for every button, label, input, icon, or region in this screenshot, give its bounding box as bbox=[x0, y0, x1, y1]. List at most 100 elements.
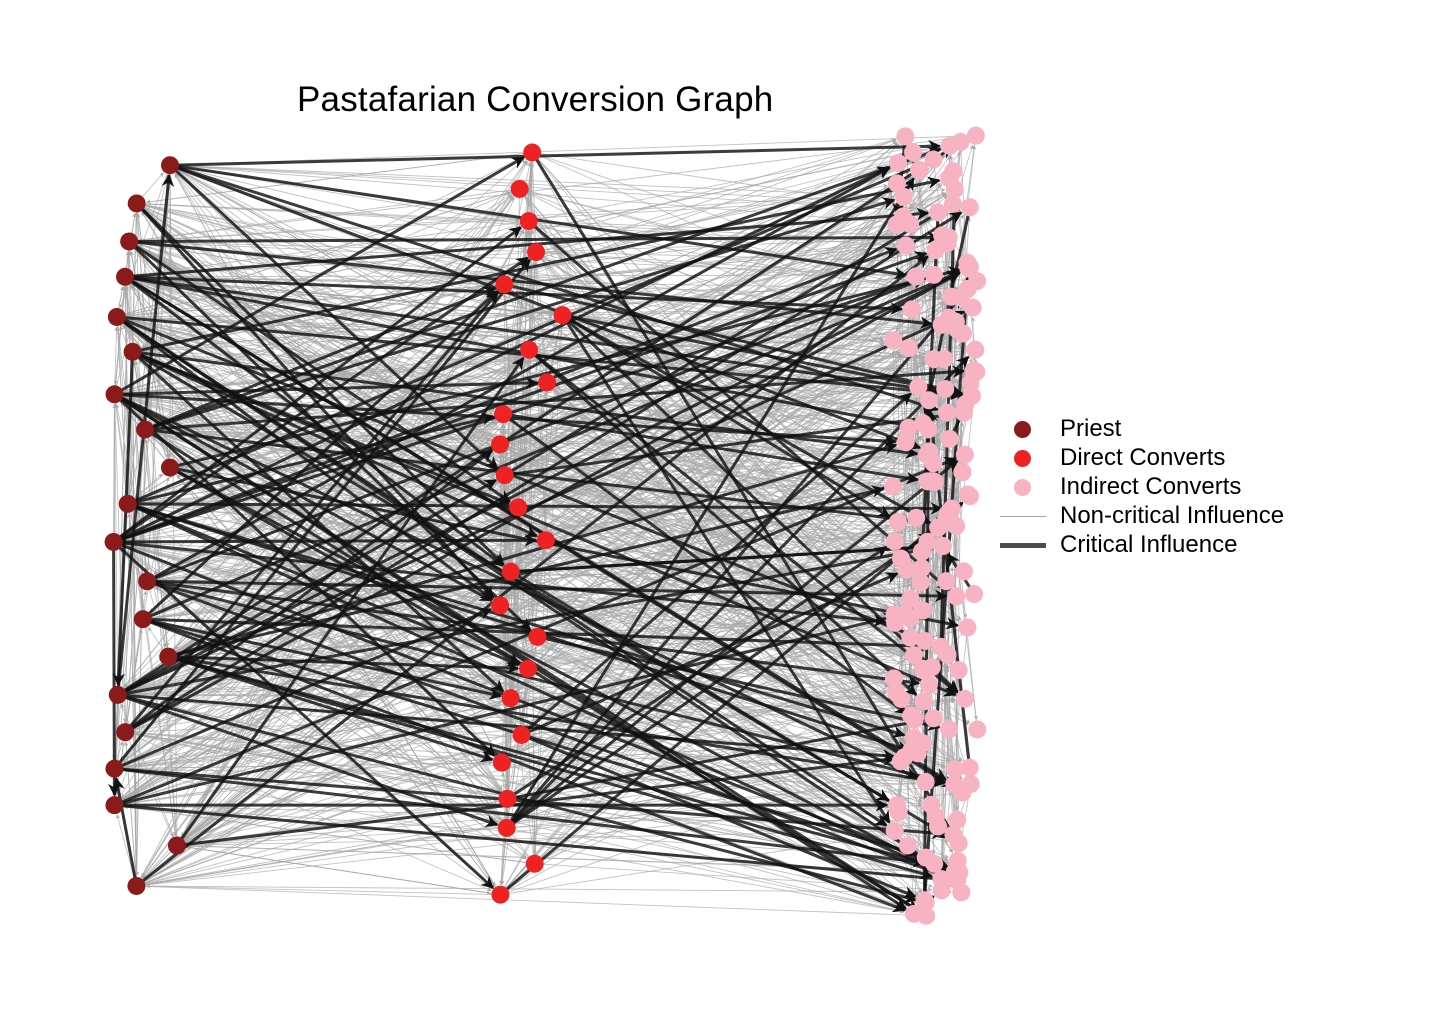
indirect-node bbox=[929, 203, 947, 221]
indirect-node bbox=[956, 446, 974, 464]
direct-convert-marker-icon bbox=[1014, 450, 1031, 467]
legend-label-direct-converts: Direct Converts bbox=[1060, 443, 1225, 473]
direct-node bbox=[493, 754, 511, 772]
indirect-node bbox=[917, 773, 935, 791]
direct-node bbox=[496, 466, 514, 484]
indirect-node bbox=[965, 585, 983, 603]
priest-node bbox=[106, 385, 124, 403]
indirect-node bbox=[939, 646, 957, 664]
indirect-convert-marker-icon bbox=[1014, 479, 1031, 496]
direct-node bbox=[494, 405, 512, 423]
priest-node bbox=[116, 268, 134, 286]
direct-node bbox=[511, 180, 529, 198]
indirect-node bbox=[901, 609, 919, 627]
indirect-node bbox=[907, 509, 925, 527]
indirect-node bbox=[938, 404, 956, 422]
direct-node bbox=[520, 341, 538, 359]
indirect-node bbox=[954, 463, 972, 481]
direct-node bbox=[538, 373, 556, 391]
indirect-node bbox=[884, 478, 902, 496]
indirect-node bbox=[898, 561, 916, 579]
indirect-node bbox=[941, 137, 959, 155]
priest-node bbox=[159, 648, 177, 666]
direct-node bbox=[512, 726, 530, 744]
indirect-node bbox=[952, 883, 970, 901]
direct-node bbox=[527, 243, 545, 261]
indirect-node bbox=[915, 692, 933, 710]
indirect-node bbox=[929, 817, 947, 835]
indirect-node bbox=[958, 618, 976, 636]
indirect-node bbox=[941, 430, 959, 448]
indirect-node bbox=[892, 752, 910, 770]
indirect-node bbox=[913, 543, 931, 561]
indirect-node bbox=[906, 711, 924, 729]
noncritical-influence-edge bbox=[136, 794, 952, 886]
legend-item-priest: Priest bbox=[1000, 414, 1330, 442]
indirect-node bbox=[936, 380, 954, 398]
indirect-node bbox=[924, 151, 942, 169]
indirect-node bbox=[950, 834, 968, 852]
direct-node bbox=[502, 689, 520, 707]
priest-node bbox=[124, 343, 142, 361]
indirect-node bbox=[925, 855, 943, 873]
direct-node bbox=[498, 819, 516, 837]
priest-node bbox=[105, 760, 123, 778]
direct-node bbox=[491, 596, 509, 614]
legend-item-direct-converts: Direct Converts bbox=[1000, 443, 1330, 471]
indirect-node bbox=[903, 300, 921, 318]
indirect-node bbox=[901, 629, 919, 647]
legend-label-critical-influence: Critical Influence bbox=[1060, 530, 1237, 560]
direct-node bbox=[523, 143, 541, 161]
priest-node bbox=[138, 572, 156, 590]
indirect-node bbox=[886, 822, 904, 840]
priest-node bbox=[128, 194, 146, 212]
indirect-node bbox=[897, 237, 915, 255]
indirect-node bbox=[890, 803, 908, 821]
critical-line-icon bbox=[1000, 543, 1046, 548]
indirect-node bbox=[924, 454, 942, 472]
indirect-node bbox=[920, 391, 938, 409]
indirect-node bbox=[940, 720, 958, 738]
indirect-node bbox=[899, 836, 917, 854]
indirect-node bbox=[961, 487, 979, 505]
indirect-node bbox=[947, 517, 965, 535]
indirect-node bbox=[886, 614, 904, 632]
indirect-node bbox=[964, 299, 982, 317]
priest-node bbox=[119, 495, 137, 513]
indirect-node bbox=[895, 188, 913, 206]
indirect-node bbox=[896, 127, 914, 145]
indirect-node bbox=[884, 332, 902, 350]
legend-item-noncritical-influence: Non-critical Influence bbox=[1000, 501, 1330, 529]
indirect-node bbox=[929, 518, 947, 536]
direct-node bbox=[491, 435, 509, 453]
indirect-node bbox=[935, 350, 953, 368]
indirect-node bbox=[947, 587, 965, 605]
indirect-node bbox=[901, 215, 919, 233]
priest-node bbox=[127, 877, 145, 895]
legend-label-indirect-converts: Indirect Converts bbox=[1060, 472, 1241, 502]
legend-item-critical-influence: Critical Influence bbox=[1000, 530, 1330, 558]
priest-node bbox=[105, 796, 123, 814]
indirect-node bbox=[886, 533, 904, 551]
priest-node bbox=[120, 232, 138, 250]
indirect-node bbox=[934, 537, 952, 555]
priest-node bbox=[109, 686, 127, 704]
indirect-node bbox=[927, 241, 945, 259]
critical-influence-edge bbox=[114, 542, 115, 795]
indirect-node bbox=[955, 404, 973, 422]
indirect-node bbox=[937, 572, 955, 590]
indirect-node bbox=[919, 472, 937, 490]
priest-node bbox=[161, 156, 179, 174]
direct-node bbox=[520, 212, 538, 230]
indirect-node bbox=[914, 660, 932, 678]
direct-node bbox=[528, 628, 546, 646]
indirect-node bbox=[954, 325, 972, 343]
direct-node bbox=[495, 275, 513, 293]
direct-node bbox=[502, 563, 520, 581]
direct-node bbox=[519, 660, 537, 678]
indirect-node bbox=[919, 420, 937, 438]
priest-node bbox=[105, 533, 123, 551]
indirect-node bbox=[892, 690, 910, 708]
indirect-node bbox=[900, 339, 918, 357]
